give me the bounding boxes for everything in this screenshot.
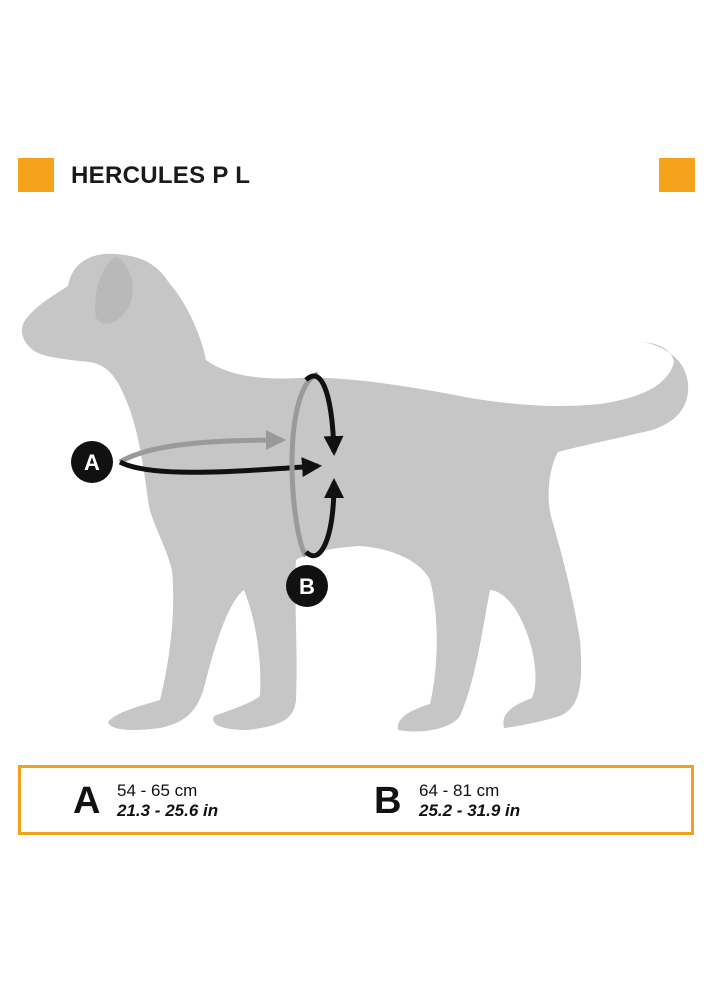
arrow-a-back (118, 430, 286, 465)
marker-b-label: B (299, 574, 315, 599)
size-a-in: 21.3 - 25.6 in (117, 801, 219, 820)
arrow-b-bottom (304, 478, 344, 559)
arrow-b-back (289, 371, 320, 558)
size-a-letter: A (73, 780, 101, 822)
size-table: A 54 - 65 cm 21.3 - 25.6 in B 64 - 81 cm… (18, 765, 694, 835)
arrow-b-top (304, 373, 344, 456)
orange-square-left (18, 158, 54, 192)
arrow-a-front (118, 457, 322, 478)
dog-measurement-diagram: A B (21, 253, 689, 732)
marker-a-label: A (84, 450, 100, 475)
orange-square-right (659, 158, 695, 192)
marker-a: A (71, 441, 113, 483)
marker-b: B (286, 565, 328, 607)
size-a-values: 54 - 65 cm 21.3 - 25.6 in (117, 781, 218, 821)
dog-silhouette (21, 253, 689, 732)
product-title: HERCULES P L (71, 162, 251, 189)
size-b-in: 25.2 - 31.9 in (419, 801, 521, 820)
size-b-values: 64 - 81 cm 25.2 - 31.9 in (419, 781, 520, 821)
size-b-letter: B (374, 780, 402, 822)
size-a-cm: 54 - 65 cm (117, 781, 198, 800)
size-b-cm: 64 - 81 cm (419, 781, 500, 800)
